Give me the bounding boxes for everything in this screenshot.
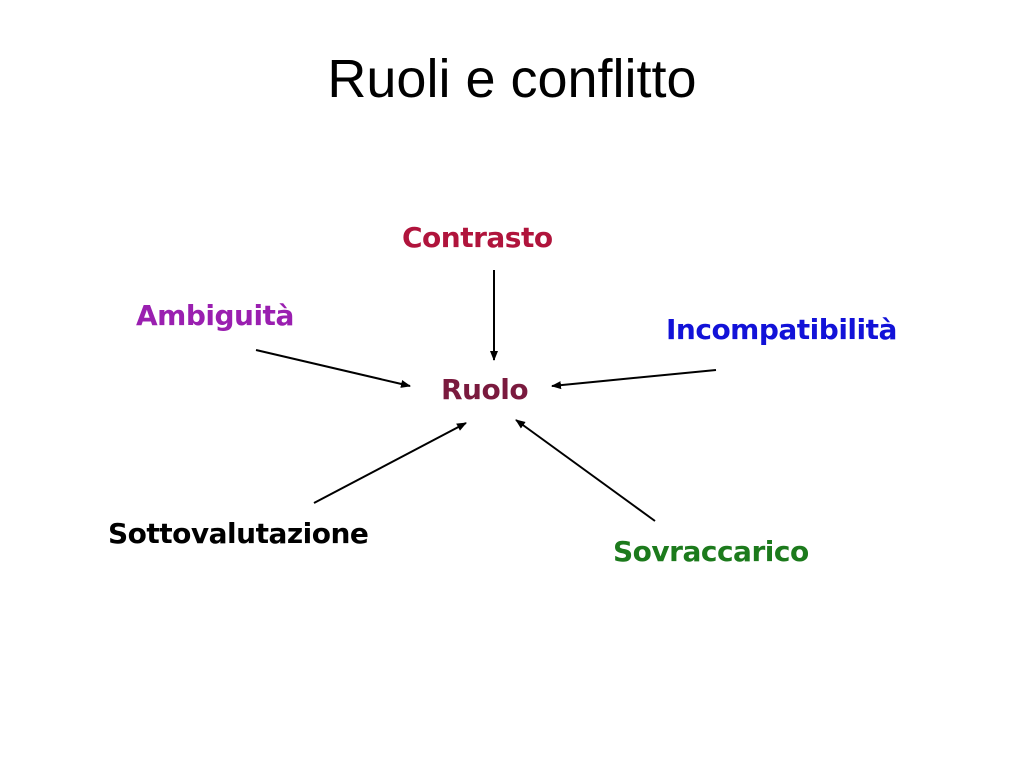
node-ambiguita: Ambiguità [136, 299, 294, 332]
arrow-sottovalutazione-to-ruolo [313, 422, 467, 504]
arrow-incompatibilita-to-ruolo [551, 369, 717, 390]
node-sottovalutazione: Sottovalutazione [108, 517, 369, 550]
arrow-sovraccarico-to-ruolo [515, 419, 656, 522]
arrow-ambiguita-to-ruolo [255, 349, 411, 388]
slide-title: Ruoli e conflitto [327, 49, 697, 109]
node-contrasto: Contrasto [402, 221, 553, 254]
node-incompatibilita: Incompatibilità [666, 313, 897, 346]
node-ruolo-center: Ruolo [441, 373, 529, 406]
node-sovraccarico: Sovraccarico [613, 535, 809, 568]
